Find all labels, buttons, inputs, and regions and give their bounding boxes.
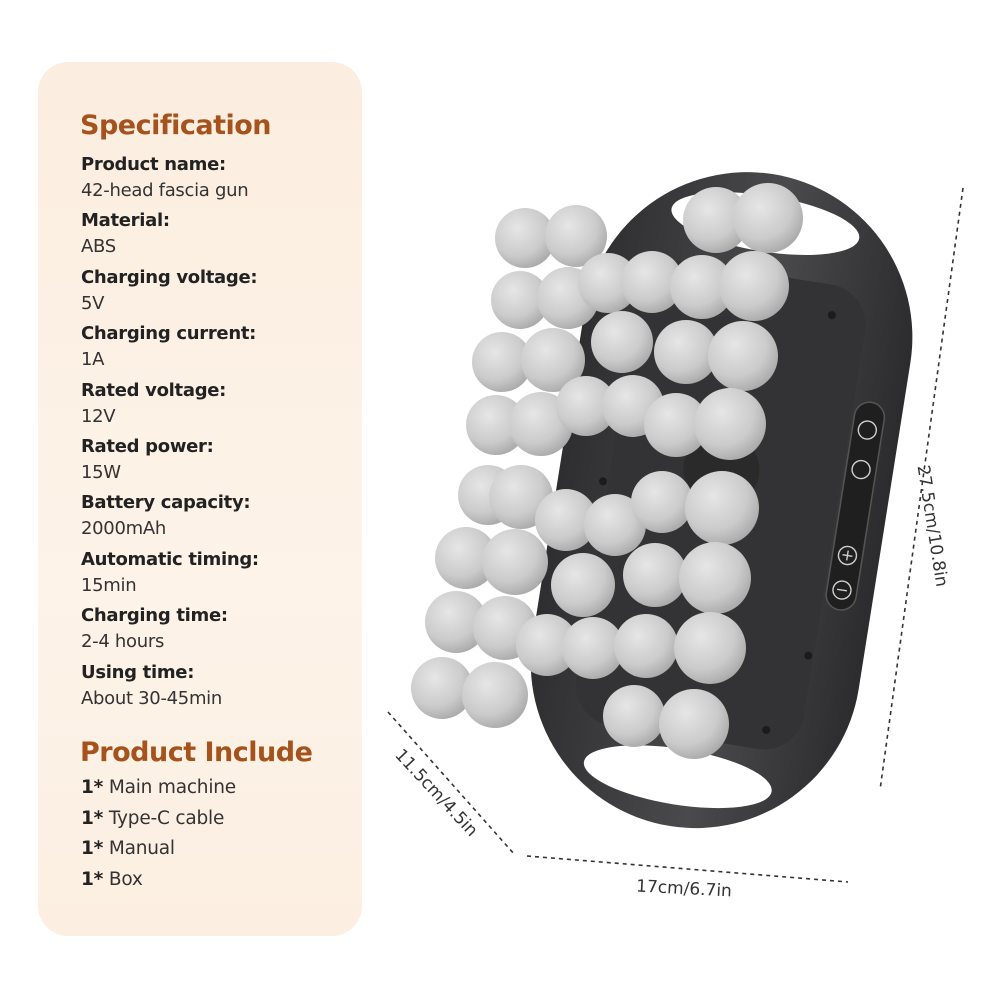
- spec-item: Battery capacity: 2000mAh: [81, 490, 351, 546]
- include-item: 1* Manual: [81, 835, 236, 866]
- spec-value: 1A: [81, 349, 105, 371]
- include-qty: 1*: [81, 868, 104, 890]
- width-dimension-line: [526, 855, 849, 883]
- spec-item: Charging time: 2-4 hours: [81, 603, 351, 659]
- spec-value: 2000mAh: [81, 518, 166, 540]
- spec-label: Charging voltage:: [81, 266, 258, 288]
- spec-label: Product name:: [81, 154, 226, 175]
- spec-item: Rated voltage: 12V: [81, 378, 351, 434]
- include-qty: 1*: [81, 838, 104, 859]
- bottom-handle-opening: [583, 745, 772, 809]
- power-icon: [857, 420, 878, 440]
- include-qty: 1*: [81, 807, 104, 829]
- spec-item: Using time: About 30-45min: [81, 660, 351, 716]
- specification-list: Product name: 42-head fascia gun Materia…: [81, 152, 351, 716]
- spec-label: Material:: [81, 210, 170, 232]
- specification-heading: Specification: [80, 110, 272, 141]
- include-item: 1* Main machine: [81, 774, 236, 805]
- spec-item: Material: ABS: [81, 208, 351, 264]
- product-include-list: 1* Main machine 1* Type-C cable 1* Manua…: [81, 774, 236, 896]
- massage-balls: [411, 183, 803, 759]
- spec-value: About 30-45min: [81, 687, 222, 709]
- include-name: Type-C cable: [103, 807, 225, 829]
- mode-icon: [851, 459, 871, 480]
- product-illustration: [387, 172, 964, 883]
- include-name: Box: [103, 868, 143, 890]
- include-qty: 1*: [81, 777, 104, 798]
- spec-item: Charging current: 1A: [81, 321, 351, 377]
- spec-value: 42-head fascia gun: [81, 180, 249, 201]
- spec-label: Charging time:: [81, 605, 228, 627]
- spec-label: Rated power:: [81, 435, 214, 457]
- include-item: 1* Type-C cable: [81, 805, 236, 836]
- depth-dimension-line: [387, 711, 516, 856]
- spec-item: Charging voltage: 5V: [81, 265, 351, 321]
- spec-label: Charging current:: [81, 323, 257, 345]
- plus-icon: [837, 545, 858, 566]
- control-panel: [825, 401, 886, 611]
- spec-value: 15W: [81, 461, 121, 483]
- spec-value: 5V: [81, 292, 105, 314]
- spec-value: 12V: [81, 405, 116, 427]
- include-item: 1* Box: [81, 866, 236, 897]
- spec-item: Automatic timing: 15min: [81, 547, 351, 603]
- spec-label: Rated voltage:: [81, 379, 227, 401]
- minus-icon: [832, 580, 852, 600]
- spec-label: Automatic timing:: [81, 548, 259, 570]
- specification-card: [38, 62, 362, 936]
- spec-value: 2-4 hours: [81, 631, 165, 653]
- include-name: Manual: [103, 838, 175, 859]
- spec-label: Using time:: [81, 661, 195, 683]
- include-name: Main machine: [103, 777, 236, 798]
- spec-label: Battery capacity:: [81, 492, 251, 514]
- product-include-heading: Product Include: [80, 737, 313, 768]
- spec-item: Product name: 42-head fascia gun: [81, 152, 351, 208]
- spec-value: 15min: [81, 574, 137, 596]
- spec-value: ABS: [81, 236, 116, 258]
- height-dimension-line: [879, 187, 964, 791]
- dimension-lines: [387, 187, 964, 883]
- spec-item: Rated power: 15W: [81, 434, 351, 490]
